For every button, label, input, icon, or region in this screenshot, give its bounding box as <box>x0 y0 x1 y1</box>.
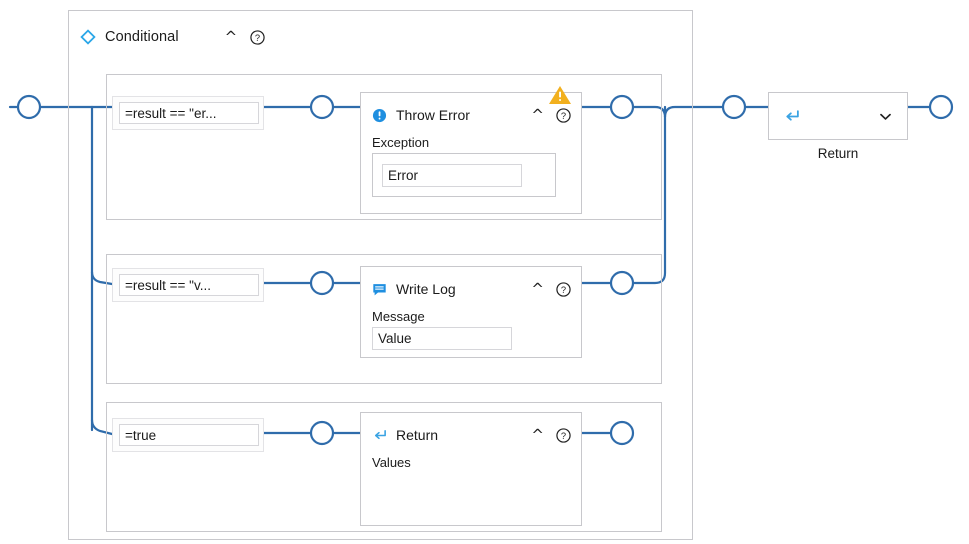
conditional-title: Conditional <box>105 29 179 45</box>
message-icon <box>372 282 387 297</box>
node-return-branch[interactable]: Return ^ ? Values <box>360 412 582 526</box>
conditional-container[interactable] <box>68 10 693 540</box>
chevron-up-icon[interactable]: ^ <box>531 105 544 124</box>
help-icon[interactable]: ? <box>250 29 265 45</box>
message-input[interactable]: Value <box>372 327 512 350</box>
help-icon[interactable]: ? <box>556 427 571 443</box>
chevron-down-icon[interactable] <box>878 109 893 124</box>
node-return-collapsed[interactable] <box>768 92 908 140</box>
condition-input-error[interactable]: =result == "er... <box>119 102 259 124</box>
help-icon[interactable]: ? <box>556 107 571 123</box>
help-icon[interactable]: ? <box>556 281 571 297</box>
field-container-exception: Error <box>372 153 556 197</box>
exception-input[interactable]: Error <box>382 163 522 187</box>
node-title: Throw Error <box>396 107 470 123</box>
return-arrow-icon <box>783 108 800 125</box>
svg-text:?: ? <box>255 32 260 42</box>
chevron-up-icon[interactable]: ^ <box>531 279 544 298</box>
field-label-values: Values <box>372 455 411 470</box>
node-write-log[interactable]: Write Log ^ ? Message Value <box>360 266 582 358</box>
field-label-exception: Exception <box>372 135 430 150</box>
svg-text:?: ? <box>561 284 566 294</box>
node-header: Return ^ ? <box>372 422 571 448</box>
svg-text:?: ? <box>561 430 566 440</box>
error-info-icon <box>372 108 387 123</box>
node-throw-error[interactable]: Throw Error ^ ? Exception Error <box>360 92 582 214</box>
branch-row-default[interactable] <box>106 402 662 532</box>
condition-input-default[interactable]: =true <box>119 424 259 446</box>
condition-chip-value[interactable]: =result == "v... <box>112 268 264 302</box>
condition-chip-error[interactable]: =result == "er... <box>112 96 264 130</box>
warning-triangle-icon[interactable] <box>548 84 572 106</box>
field-label-message: Message <box>372 309 425 324</box>
condition-chip-default[interactable]: =true <box>112 418 264 452</box>
conditional-header[interactable]: Conditional ^ ? <box>80 26 265 48</box>
return-arrow-icon <box>372 428 387 443</box>
diamond-icon <box>80 29 96 45</box>
node-title: Return <box>396 427 439 443</box>
branch-row-value[interactable] <box>106 254 662 384</box>
node-header: Write Log ^ ? <box>372 276 571 302</box>
svg-text:?: ? <box>561 110 566 120</box>
branch-row-error[interactable] <box>106 74 662 220</box>
condition-input-value[interactable]: =result == "v... <box>119 274 259 296</box>
return-node-label: Return <box>817 146 859 161</box>
node-title: Write Log <box>396 281 456 297</box>
node-header: Throw Error ^ ? <box>372 102 571 128</box>
chevron-up-icon[interactable]: ^ <box>531 425 544 444</box>
chevron-up-icon[interactable]: ^ <box>224 27 238 46</box>
